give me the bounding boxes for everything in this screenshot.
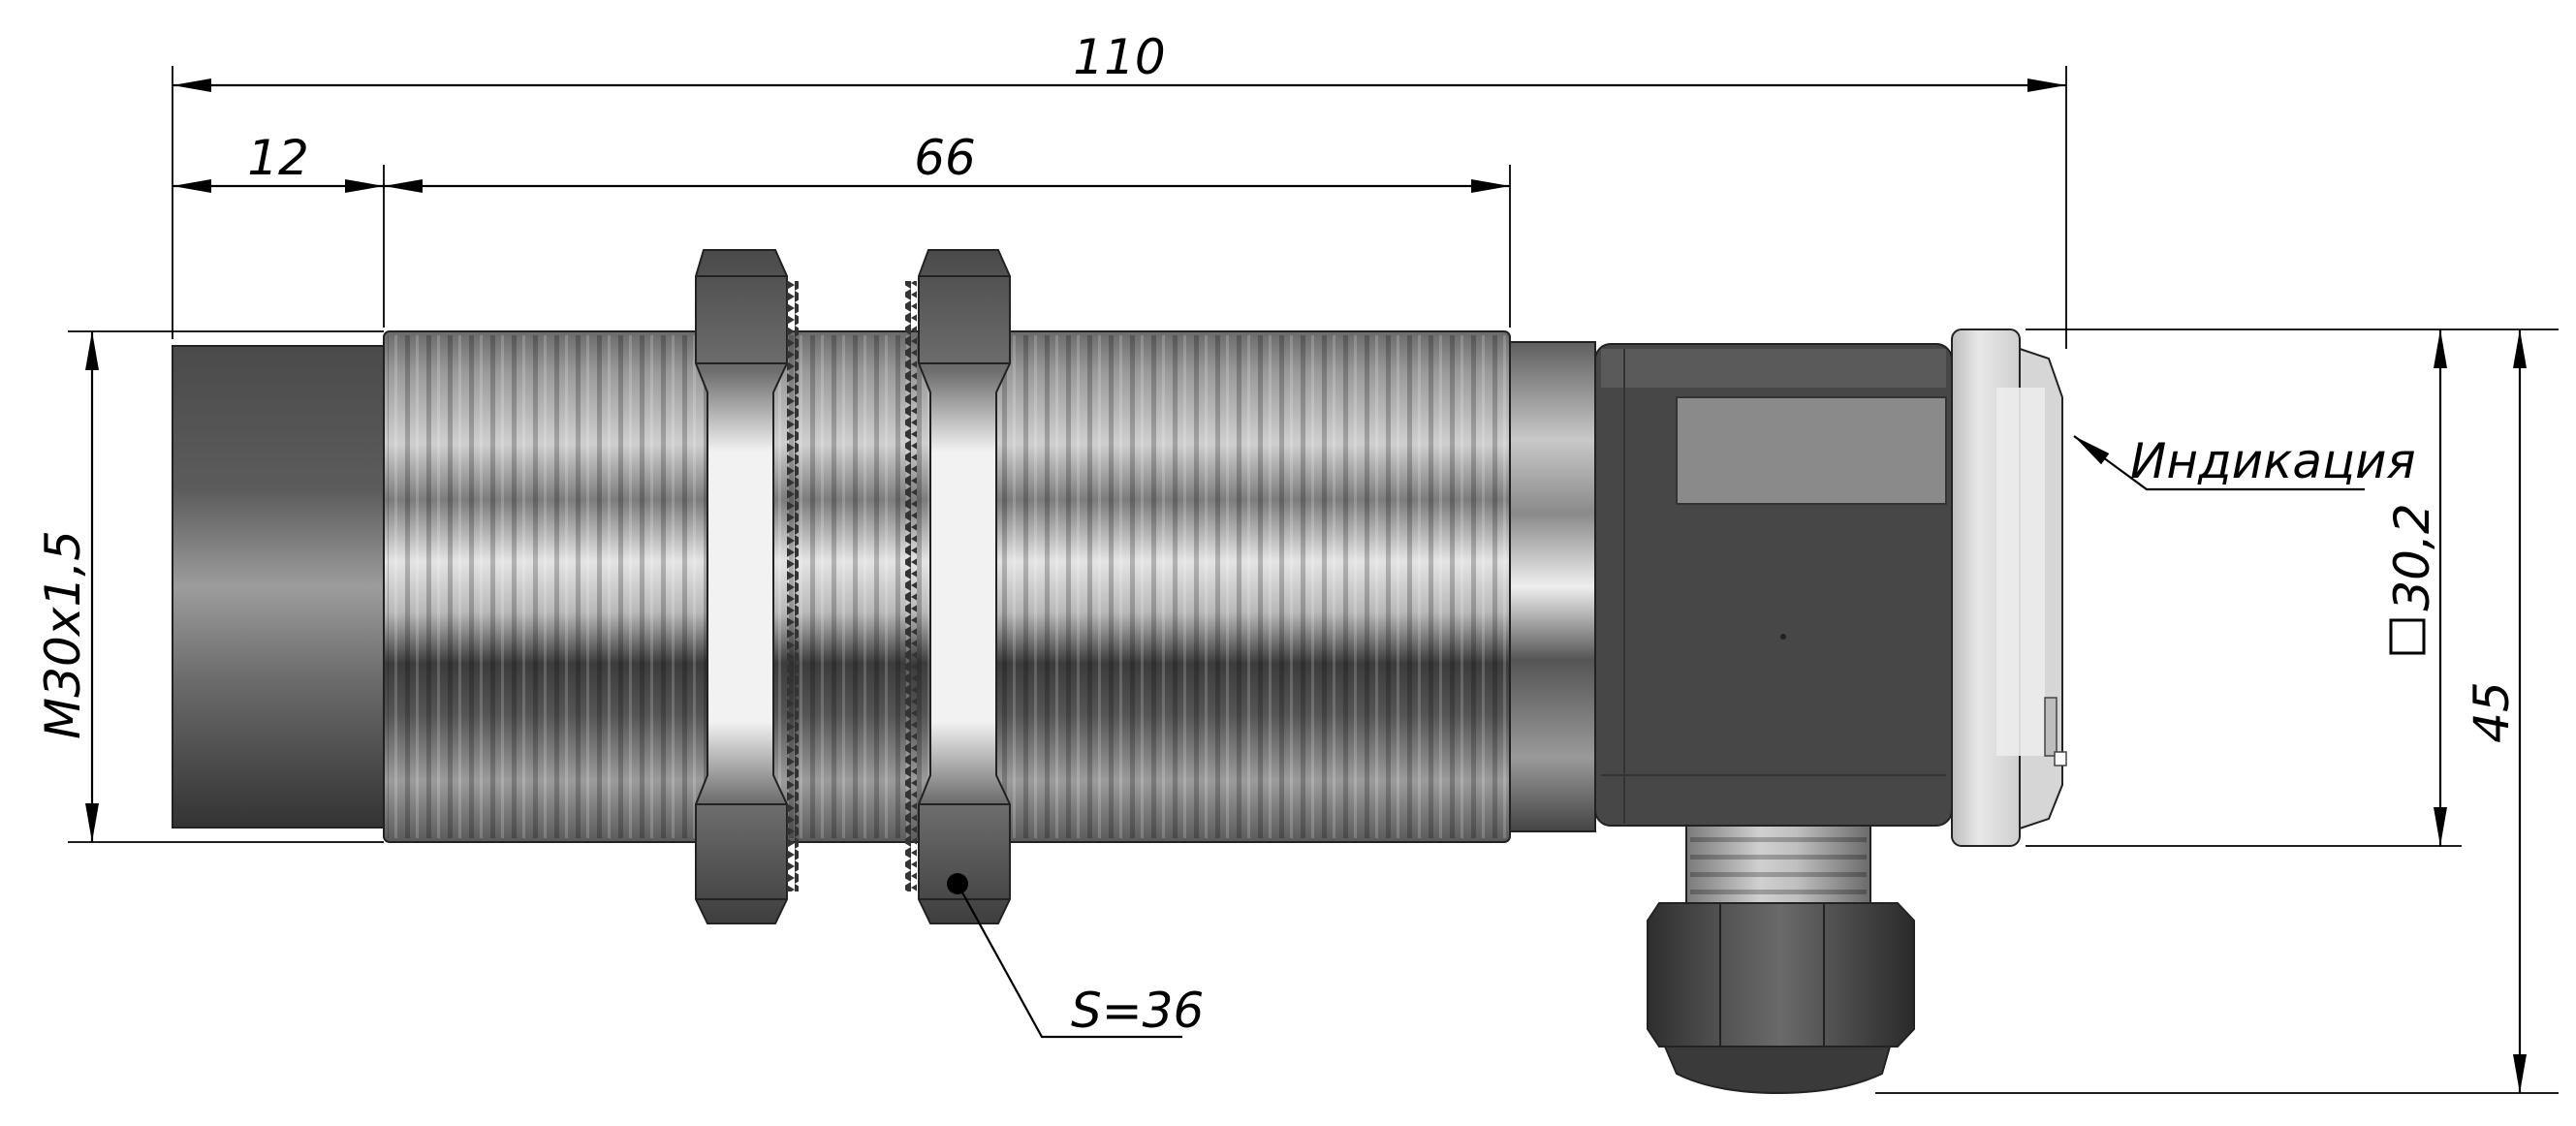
leader-indication <box>2073 435 2365 491</box>
label-wrench-size: S=36 <box>1071 983 1204 1039</box>
square-symbol-icon <box>2389 618 2426 655</box>
label-thread-length: 66 <box>914 130 976 186</box>
collar <box>1509 341 1596 832</box>
sensor-body <box>172 249 2067 1095</box>
label-housing-square: 30,2 <box>2384 503 2440 610</box>
cable-gland <box>1647 825 1915 1095</box>
dimension-labels: 110 12 66 M30x1,5 30,2 45 Индикация S=36 <box>35 29 2520 1039</box>
label-overall-height: 45 <box>2464 681 2520 743</box>
label-face-length: 12 <box>247 130 309 186</box>
label-overall-length: 110 <box>1073 29 1165 85</box>
lock-nut-left <box>695 249 799 924</box>
indicator-cap <box>1951 328 2067 847</box>
label-thread-size: M30x1,5 <box>35 530 91 739</box>
indicator-led <box>2044 697 2058 757</box>
lock-nut-right <box>905 249 1011 924</box>
label-window <box>1676 396 1947 505</box>
sensing-face <box>172 345 385 829</box>
leader-wrench-size <box>957 883 1182 1039</box>
label-indication: Индикация <box>2130 433 2416 489</box>
dimension-lines <box>68 66 2559 1094</box>
connector-housing <box>1594 343 1953 827</box>
